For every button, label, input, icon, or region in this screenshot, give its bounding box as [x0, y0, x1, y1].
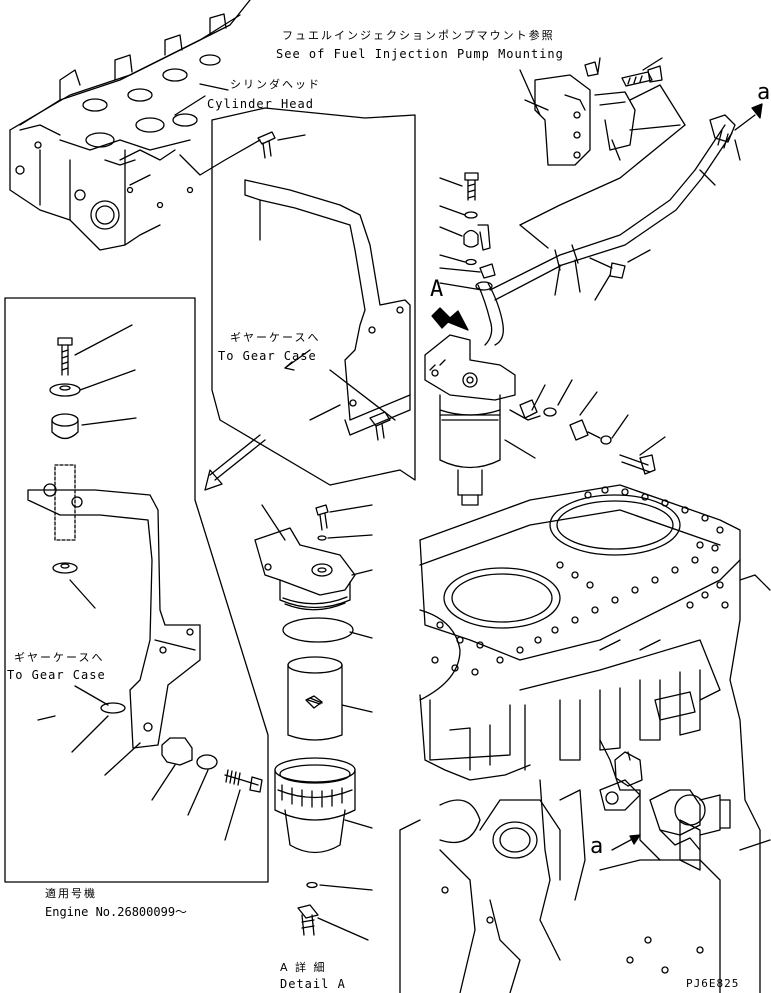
cylinder-head-label-en: Cylinder Head	[207, 97, 314, 111]
pump-mount-bracket	[534, 61, 663, 166]
left-bracket-drawing	[27, 337, 263, 793]
gear-case-label-en-lower: To Gear Case	[7, 668, 106, 682]
detail-a-drawing	[254, 504, 356, 936]
fuel-filter-assembly	[424, 281, 516, 506]
gear-case-label-jp-lower: ギヤーケースへ	[14, 651, 105, 664]
engine-block-drawing	[399, 484, 771, 993]
ref-a-bottom-label: a	[590, 834, 604, 859]
cylinder-head-label-jp: シリンダヘッド	[230, 78, 321, 91]
leader-cylinder-head	[174, 95, 206, 116]
ref-a-arrowhead	[629, 834, 641, 845]
filter-leaders	[504, 379, 666, 459]
fuel-pump-label-jp: フュエルインジェクションポンプマウント参照	[282, 29, 555, 42]
detail-frame-left	[4, 297, 269, 883]
filter-bolts	[509, 399, 656, 475]
pump-leaders	[519, 57, 686, 161]
drawing-code: PJ6E825	[686, 977, 740, 990]
gear-case-label-jp-upper: ギヤーケースへ	[230, 331, 321, 344]
pipe-leaders	[554, 139, 741, 301]
engine-number-label: Engine No.26800099～	[45, 905, 188, 919]
gear-case-label-en-upper: To Gear Case	[218, 349, 317, 363]
detail-a-leaders	[261, 504, 373, 941]
cylinder-head-drawing	[9, 0, 261, 251]
banjo-leaders	[439, 177, 483, 291]
direction-arrow	[204, 434, 266, 491]
engine-deck-holes	[431, 486, 729, 974]
applicable-label-jp: 適用号機	[45, 887, 97, 900]
view-a-arrow	[431, 307, 469, 331]
banjo-parts	[463, 172, 496, 279]
detail-a-label-jp: A 詳 細	[280, 961, 327, 974]
fuel-pipe	[489, 103, 763, 301]
detail-frame-upper	[211, 107, 416, 486]
detail-a-label-en: Detail A	[280, 977, 346, 991]
upper-bracket-drawing	[244, 131, 411, 441]
fuel-pump-label-en: See of Fuel Injection Pump Mounting	[276, 47, 564, 61]
leader-cylinder-head-2	[199, 83, 229, 91]
view-a-label: A	[430, 277, 444, 302]
ref-a-top-label: a	[757, 80, 771, 105]
left-leaders	[37, 324, 241, 841]
